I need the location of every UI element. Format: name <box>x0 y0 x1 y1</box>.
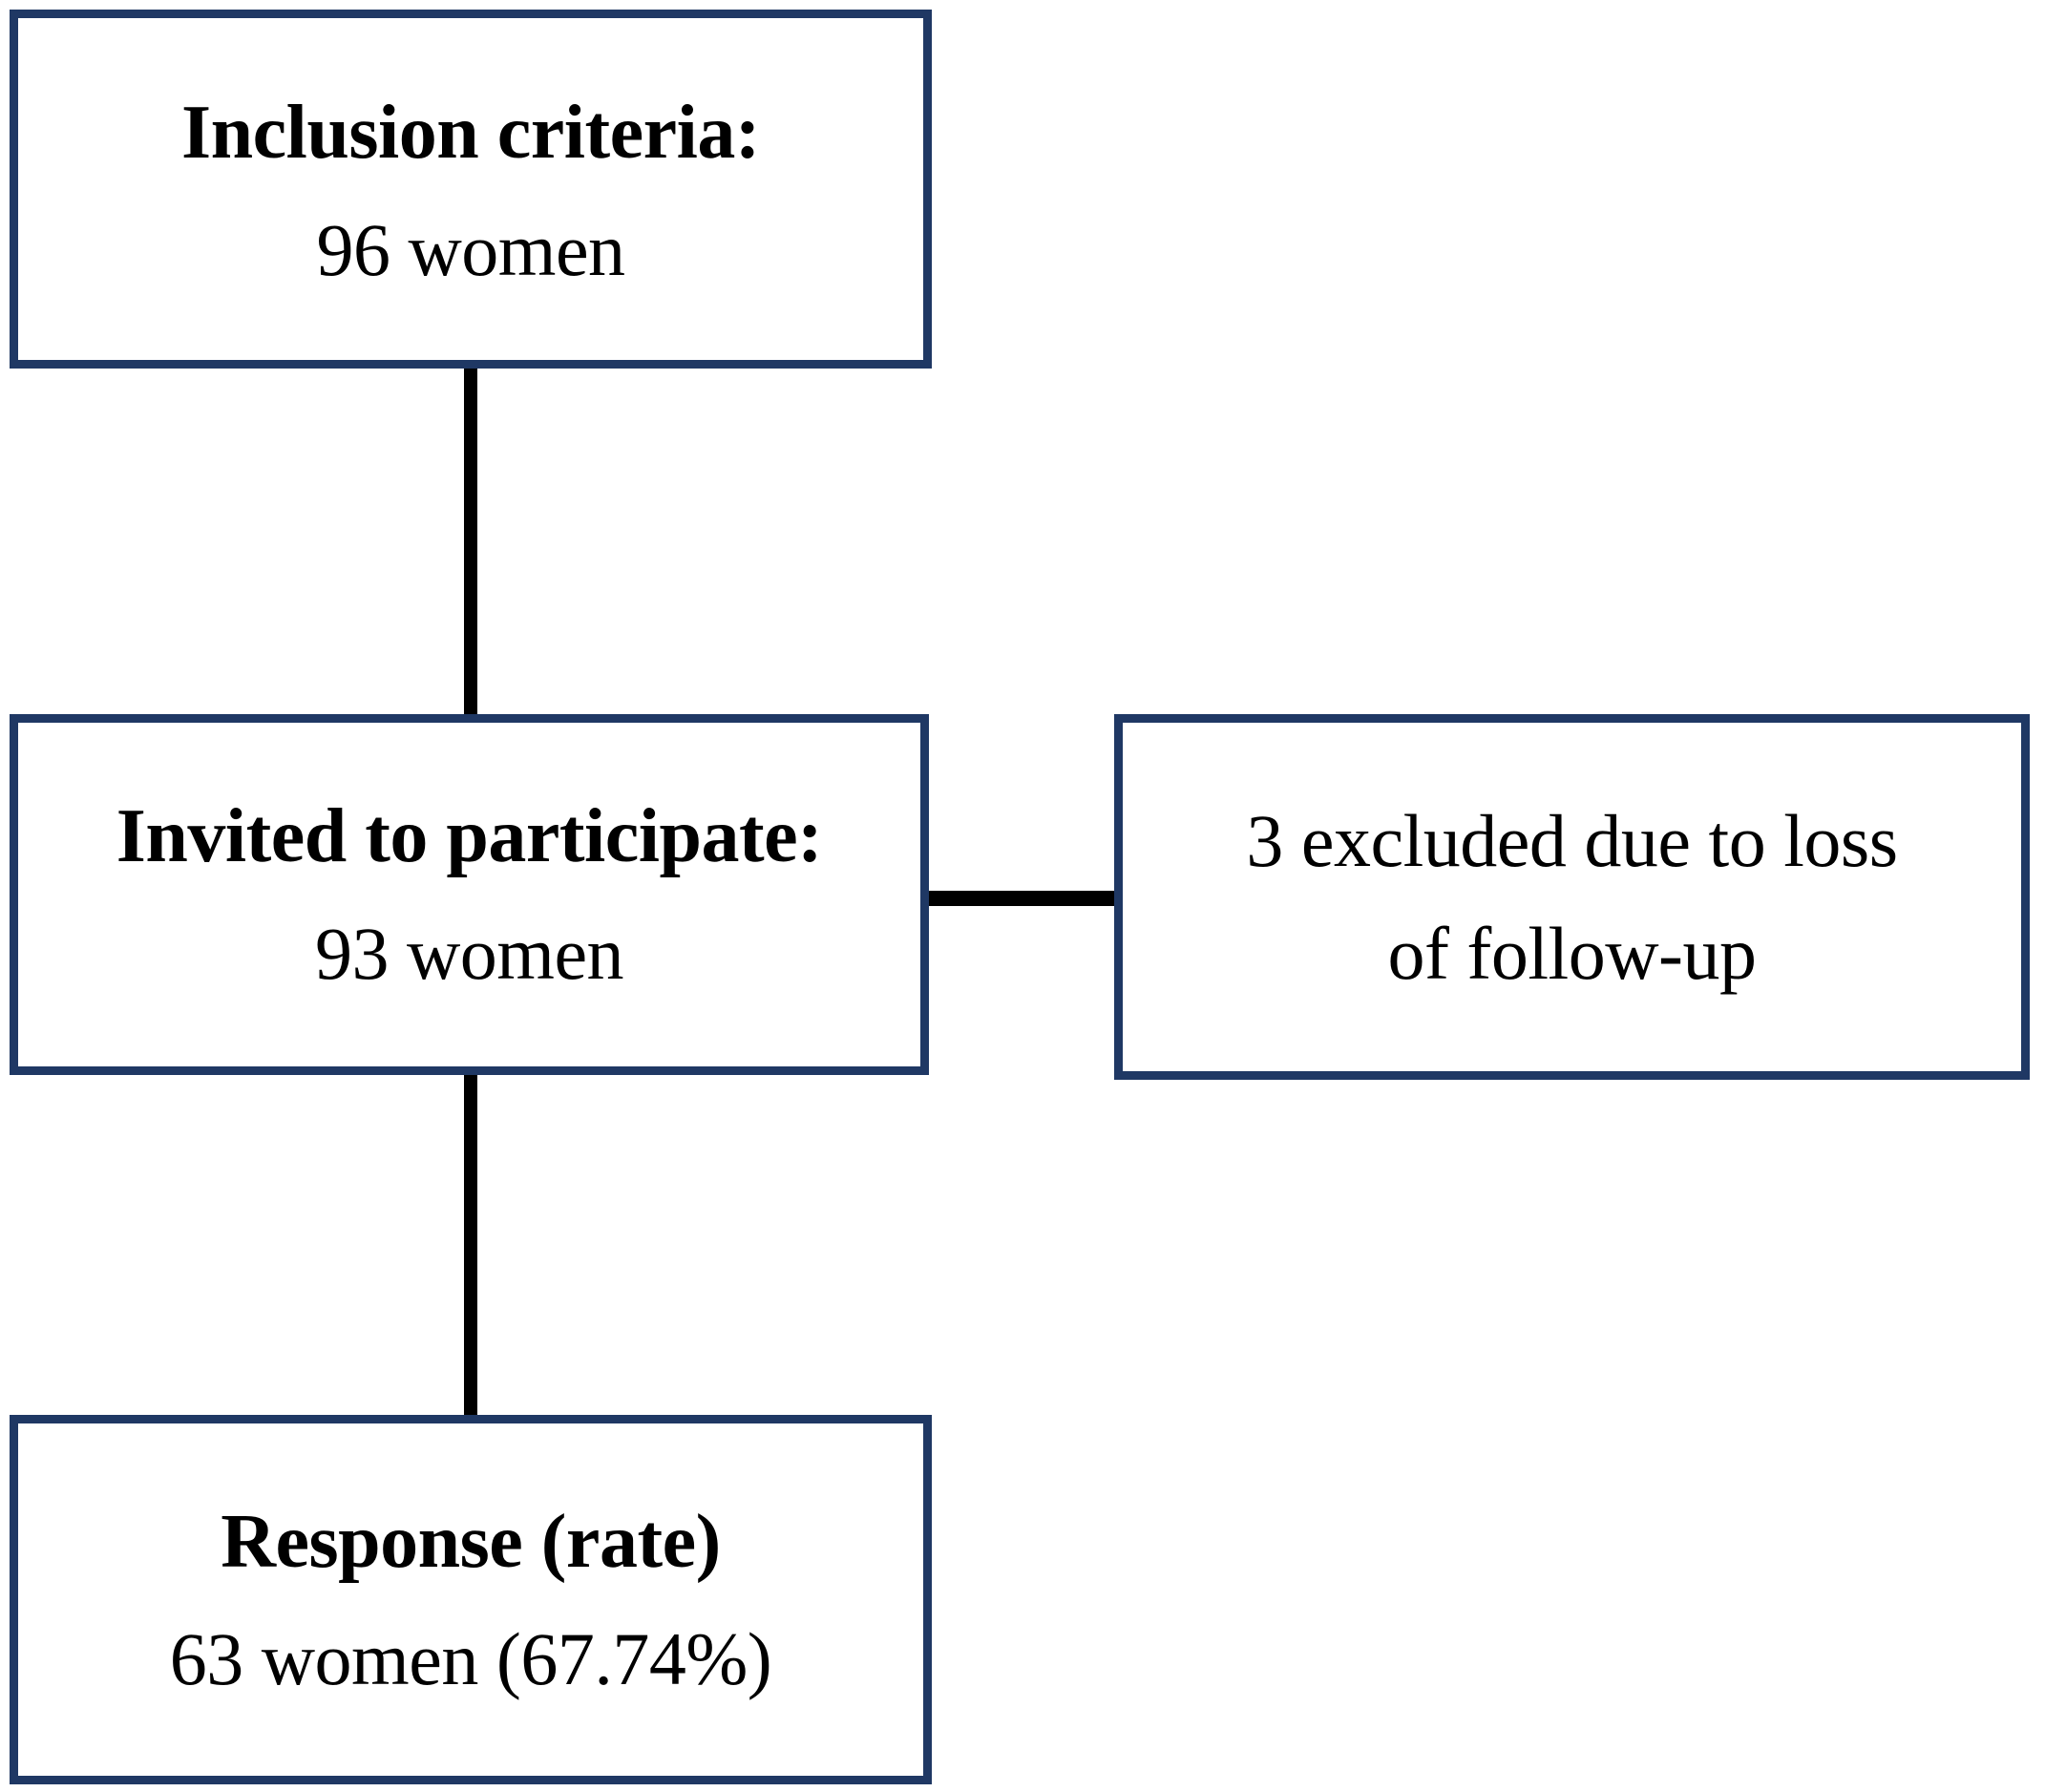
node-invited-to-participate: Invited to participate: 93 women <box>10 714 929 1075</box>
node-response-rate: Response (rate) 63 women (67.74%) <box>10 1415 932 1784</box>
node-excluded-loss-of-followup: 3 excluded due to loss of follow-up <box>1114 714 2030 1080</box>
node-invited-title: Invited to participate: <box>116 794 823 878</box>
node-response-title: Response (rate) <box>221 1499 721 1584</box>
node-invited-value: 93 women <box>314 912 624 995</box>
node-inclusion-value: 96 women <box>316 208 625 291</box>
connector-invited-to-excluded <box>920 891 1119 906</box>
connector-inclusion-to-invited <box>464 363 477 720</box>
node-inclusion-title: Inclusion criteria: <box>181 91 760 175</box>
connector-invited-to-response <box>464 1069 477 1421</box>
node-excluded-line-2: of follow-up <box>1387 911 1757 995</box>
node-response-value: 63 women (67.74%) <box>169 1616 772 1700</box>
node-inclusion-criteria: Inclusion criteria: 96 women <box>10 10 932 369</box>
node-excluded-line-1: 3 excluded due to loss <box>1246 798 1898 882</box>
